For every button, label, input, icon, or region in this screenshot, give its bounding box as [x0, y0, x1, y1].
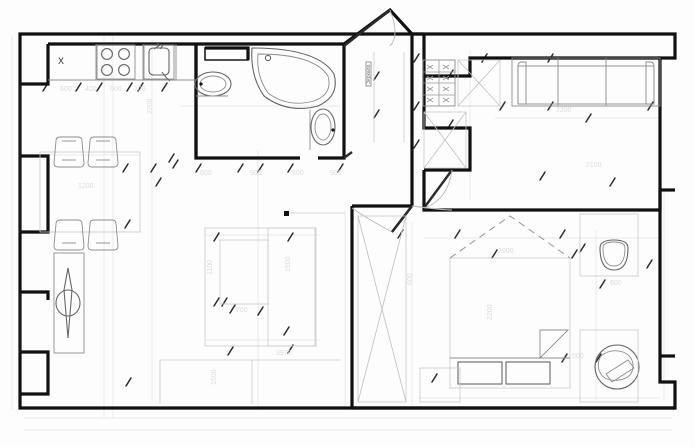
dim-living-depth: 1500: [285, 256, 292, 272]
dining-table: [39, 151, 141, 233]
armchair-seat: [605, 359, 635, 383]
burner-1: [101, 48, 113, 60]
door-leaf-bath: [343, 151, 353, 159]
dim-kitchen-1: 600: [60, 86, 72, 93]
toilet-seat: [199, 75, 227, 93]
dim-bed-side: 600: [572, 353, 584, 360]
dim-chair-dim: 600: [610, 280, 622, 287]
sofa-arm-right: [645, 61, 655, 105]
bed-frame: [449, 257, 571, 389]
dining-chair-1: [53, 136, 85, 168]
dim-bedroom-wardrobe: 600: [407, 273, 414, 285]
hall-mirror-label: Зеркало: [366, 64, 372, 84]
bedroom-guide-2: [579, 329, 639, 403]
dim-bath-4: 900: [330, 170, 342, 177]
bed-blanket-fold: [539, 329, 570, 360]
dimension-labels: 600 400 600 700 600 900 800 900 1200 220…: [60, 86, 622, 385]
burner-3: [101, 64, 113, 76]
faucet-2: [159, 44, 164, 50]
bedroom-chair: [599, 239, 629, 271]
sofa-arm-left: [517, 61, 527, 105]
pillow-1: [457, 361, 503, 385]
dim-kitchen-3: 600: [110, 86, 122, 93]
burner-4: [118, 64, 130, 76]
desk-surface: [53, 252, 85, 354]
bedroom-zone: [357, 213, 640, 403]
hallway-zone: Зеркало: [365, 52, 405, 142]
shelf-crosses: [426, 64, 450, 103]
armchair-outer: [594, 344, 640, 390]
closet-2-x: [423, 111, 467, 169]
dim-kitchen-4: 700: [134, 86, 146, 93]
dim-bed-depth: 2200: [487, 304, 494, 320]
sofa-body: [511, 57, 661, 107]
dimension-ticks: [42, 53, 654, 387]
closet-2: [423, 111, 467, 169]
sink-handle: [161, 71, 171, 82]
bathtub-inner: [257, 53, 330, 104]
outer-walls: [18, 32, 677, 410]
dim-entry-depth: 1500: [211, 369, 218, 385]
bed-canopy-dash: [449, 215, 571, 259]
coffee-table: [219, 239, 269, 305]
bathroom-zone: [194, 47, 336, 150]
entry-zone: [422, 59, 501, 169]
armchair-back: [597, 350, 634, 381]
dim-dining-width: 1200: [78, 183, 94, 190]
closet-1-x: [457, 59, 501, 107]
door-arc-bedroom: [411, 205, 453, 211]
living-rug: [204, 227, 316, 347]
desk-chair-shape: [63, 267, 73, 339]
wardrobe: [357, 215, 407, 403]
washbasin-outer: [310, 108, 336, 146]
bedroom-guide-3: [579, 213, 639, 277]
dim-living-span: 3970: [276, 350, 292, 357]
kitchen-zone: X: [48, 43, 196, 82]
door-leaf-hall: [423, 169, 453, 209]
dim-sofa-width: 2200: [556, 107, 572, 114]
dim-table-h: 1100: [207, 260, 214, 275]
pillow-2: [505, 361, 551, 385]
dim-bath-3: 800: [292, 170, 304, 177]
kitchen-marker: X: [58, 56, 64, 66]
dining-chair-4: [87, 219, 119, 251]
dim-bath-2: 900: [250, 170, 262, 177]
bedroom-guide-1: [419, 367, 461, 403]
dim-kitchen-depth: 2200: [147, 98, 154, 114]
toilet-flush-dot: [199, 82, 203, 86]
door-arc-living: [351, 207, 393, 233]
doors: [343, 9, 453, 233]
dim-bed-width: 2000: [498, 248, 514, 255]
wardrobe-x: [357, 215, 407, 403]
bedroom-chair-seat: [602, 241, 626, 267]
washbasin-inner: [314, 113, 332, 141]
dim-bath-1: 600: [200, 170, 212, 177]
bathtub-outer: [251, 47, 336, 109]
hall-mirror: [365, 61, 372, 87]
dim-kitchen-2: 400: [85, 86, 97, 93]
washbasin-drain: [331, 128, 335, 132]
dimension-grid: [11, 36, 672, 431]
sofa-seat-area: [517, 65, 655, 105]
media-unit: [267, 227, 317, 347]
dim-table-w: 700: [236, 307, 248, 314]
dining-chair-2: [87, 136, 119, 168]
door-arc-entry: [389, 9, 396, 47]
sink-housing: [143, 44, 175, 80]
kitchen-sink-basin: [148, 47, 170, 76]
dim-entry-run: 2100: [586, 162, 602, 169]
desk-chair-seat: [55, 289, 81, 317]
door-leaf-entry: [343, 9, 391, 47]
closet-1: [457, 59, 501, 107]
cooktop-outline: [96, 44, 136, 80]
door-leaf-bedroom: [391, 205, 413, 233]
door-arc-hall: [423, 169, 453, 209]
bathtub-drain: [264, 54, 272, 62]
burner-2: [118, 48, 130, 60]
reference-point-marker: [284, 211, 289, 216]
living-room-zone: [39, 57, 661, 404]
faucet-1: [153, 44, 161, 50]
dining-chair-3: [53, 219, 85, 251]
